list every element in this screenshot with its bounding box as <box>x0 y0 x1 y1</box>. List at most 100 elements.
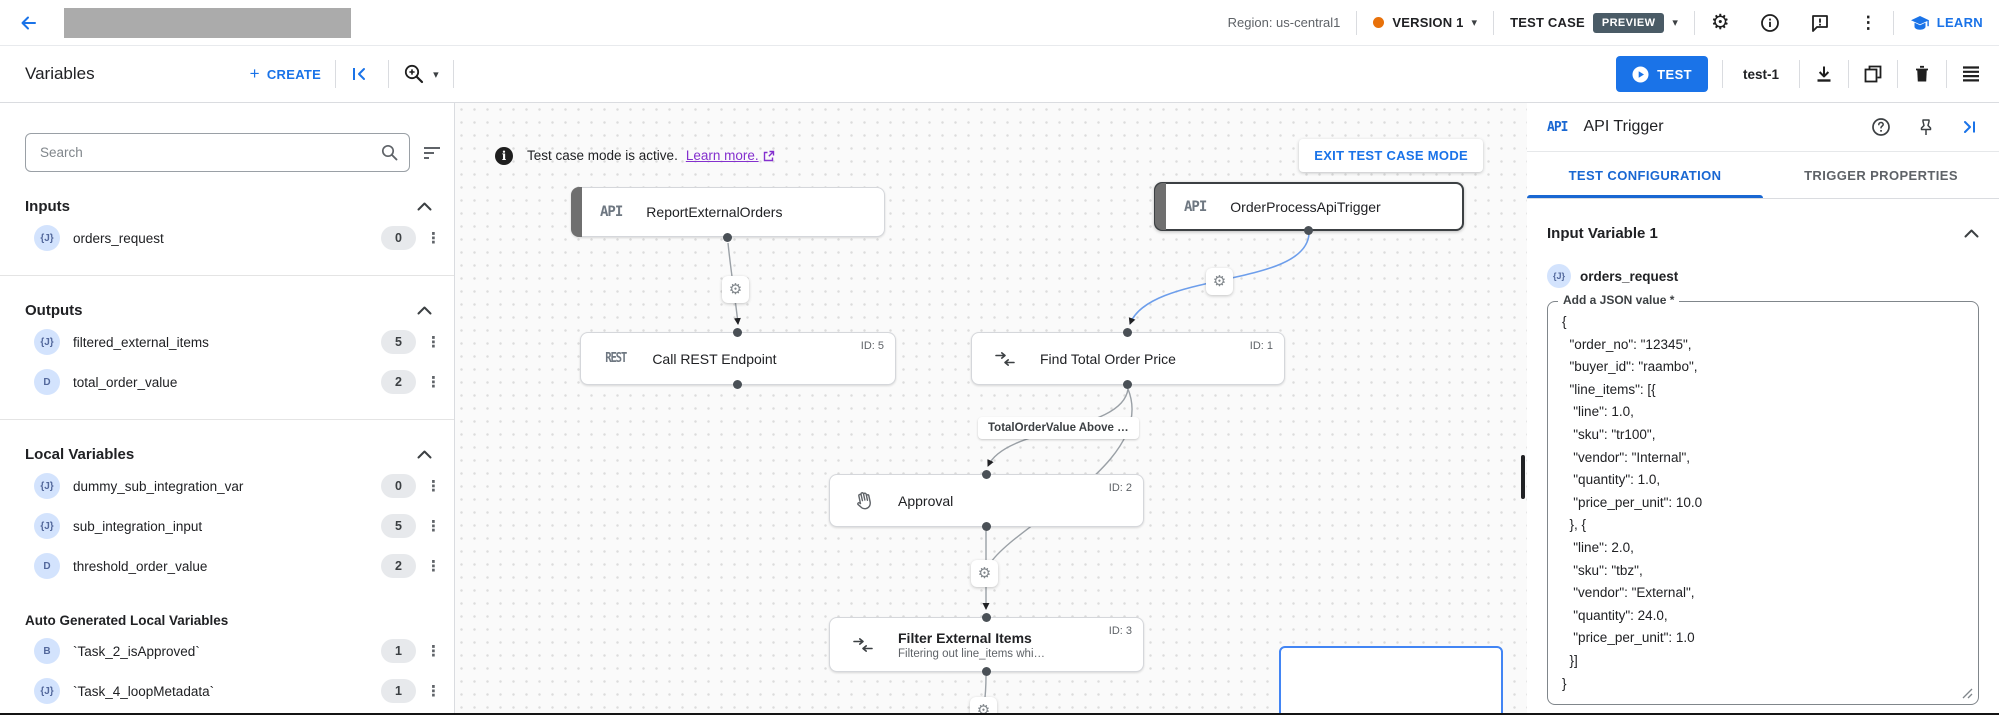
external-link-icon <box>763 150 774 161</box>
connector-port <box>982 522 991 531</box>
json-value-field: Add a JSON value * { "order_no": "12345"… <box>1547 293 1979 705</box>
redacted-title-block <box>64 7 351 38</box>
collapse-left-icon <box>353 68 366 80</box>
variable-name: sub_integration_input <box>73 518 203 534</box>
zoom-in-icon <box>405 64 424 84</box>
section-header-inputs[interactable]: Inputs <box>25 198 432 215</box>
divider <box>1946 60 1947 88</box>
canvas-zoom-control[interactable]: ▾ <box>403 63 439 85</box>
node-id-label: ID: 2 <box>1108 482 1132 494</box>
double-type-icon: D <box>34 553 60 579</box>
gear-icon: ⚙ <box>1710 11 1730 34</box>
test-button[interactable]: TEST <box>1616 56 1708 92</box>
json-type-icon: {J} <box>34 225 60 251</box>
kebab-icon[interactable]: ⋮ <box>426 643 441 660</box>
download-button[interactable] <box>1814 64 1834 84</box>
learn-more-link[interactable]: Learn more. <box>686 148 775 163</box>
gear-icon: ⚙ <box>1212 273 1227 290</box>
edge-settings-button[interactable]: ⚙ <box>1206 268 1233 295</box>
exit-test-case-mode-button[interactable]: EXIT TEST CASE MODE <box>1299 139 1483 172</box>
node-report-external-orders[interactable]: API ReportExternalOrders <box>571 187 885 237</box>
node-title: Call REST Endpoint <box>652 350 777 367</box>
copy-button[interactable] <box>1863 64 1883 84</box>
kebab-icon[interactable]: ⋮ <box>426 230 441 247</box>
feedback-icon <box>1811 14 1828 32</box>
variable-row[interactable]: {J} sub_integration_input 5 ⋮ <box>0 509 454 543</box>
kebab-icon[interactable]: ⋮ <box>426 374 441 391</box>
version-selector[interactable]: VERSION 1 ▾ <box>1373 15 1477 30</box>
help-button[interactable] <box>1871 117 1891 137</box>
kebab-icon[interactable]: ⋮ <box>426 334 441 351</box>
connector-port <box>1304 226 1313 235</box>
node-filter-external-items[interactable]: Filter External Items Filtering out line… <box>829 617 1144 672</box>
collapse-right-icon <box>1964 121 1975 133</box>
info-icon <box>1760 13 1779 32</box>
variable-row[interactable]: {J} `Task_4_loopMetadata` 1 ⋮ <box>0 674 454 708</box>
search-input[interactable] <box>25 133 410 172</box>
tab-test-configuration[interactable]: TEST CONFIGURATION <box>1527 152 1763 198</box>
json-type-icon: {J} <box>34 678 60 704</box>
tab-trigger-properties[interactable]: TRIGGER PROPERTIES <box>1804 167 1958 183</box>
variable-row[interactable]: {J} orders_request 0 ⋮ <box>0 221 454 255</box>
variable-row[interactable]: D total_order_value 2 ⋮ <box>0 365 454 399</box>
divider <box>0 419 454 420</box>
json-value-input[interactable]: { "order_no": "12345", "buyer_id": "raam… <box>1562 314 1703 691</box>
panel-drag-handle[interactable] <box>1521 455 1525 499</box>
variable-row[interactable]: D threshold_order_value 2 ⋮ <box>0 549 454 583</box>
node-approval[interactable]: Approval ID: 2 <box>829 474 1144 527</box>
create-variable-button[interactable]: + CREATE <box>250 64 322 84</box>
usage-count-badge: 2 <box>381 370 416 394</box>
collapse-panel-button[interactable] <box>1961 118 1979 136</box>
sort-filter-icon[interactable] <box>422 145 442 161</box>
delete-button[interactable] <box>1912 64 1932 84</box>
learn-link[interactable]: LEARN <box>1910 14 1983 32</box>
divider <box>0 275 454 276</box>
pin-button[interactable] <box>1917 118 1935 137</box>
edge-condition-label[interactable]: TotalOrderValue Above … <box>978 417 1139 439</box>
section-header-local-variables[interactable]: Local Variables <box>25 446 432 463</box>
variable-name: threshold_order_value <box>73 558 208 574</box>
resize-grip-icon[interactable] <box>1962 688 1973 699</box>
test-case-name[interactable]: test-1 <box>1742 66 1779 82</box>
divider <box>388 60 390 88</box>
test-case-selector[interactable]: TEST CASE PREVIEW ▾ <box>1510 12 1678 33</box>
kebab-icon[interactable]: ⋮ <box>426 478 441 495</box>
collapse-variables-panel-button[interactable] <box>350 65 368 83</box>
connector-port <box>982 470 991 479</box>
variable-name: `Task_4_loopMetadata` <box>73 683 215 699</box>
variable-row[interactable]: B `Task_2_isApproved` 1 ⋮ <box>0 634 454 668</box>
trash-icon <box>1916 65 1928 82</box>
node-call-rest-endpoint[interactable]: REST Call REST Endpoint ID: 5 <box>580 332 896 385</box>
node-order-process-api-trigger[interactable]: API OrderProcessApiTrigger <box>1154 182 1464 231</box>
edge-settings-button[interactable]: ⚙ <box>970 697 997 715</box>
node-find-total-order-price[interactable]: Find Total Order Price ID: 1 <box>971 332 1285 385</box>
workflow-canvas[interactable]: i Test case mode is active. Learn more. … <box>455 103 1527 715</box>
edge-settings-button[interactable]: ⚙ <box>722 276 749 303</box>
more-options-button[interactable]: ⋮ <box>1860 14 1877 31</box>
connector-port <box>982 613 991 622</box>
kebab-icon[interactable]: ⋮ <box>426 683 441 700</box>
learn-more-label: Learn more. <box>685 148 759 163</box>
menu-button[interactable] <box>1961 65 1981 83</box>
feedback-button[interactable] <box>1810 13 1830 33</box>
back-button[interactable] <box>14 9 42 37</box>
info-icon: i <box>495 146 513 165</box>
editor-toolbar: Variables + CREATE ▾ TEST test-1 <box>0 46 1999 103</box>
usage-count-badge: 1 <box>381 679 416 703</box>
settings-button[interactable]: ⚙ <box>1711 12 1730 33</box>
edge-settings-button[interactable]: ⚙ <box>971 560 998 587</box>
divider <box>1799 60 1800 88</box>
kebab-icon[interactable]: ⋮ <box>426 558 441 575</box>
usage-count-badge: 2 <box>381 554 416 578</box>
gear-icon: ⚙ <box>728 281 743 298</box>
variable-row[interactable]: {J} dummy_sub_integration_var 0 ⋮ <box>0 469 454 503</box>
input-variable-section-header[interactable]: Input Variable 1 <box>1547 225 1979 242</box>
node-title: Find Total Order Price <box>1040 350 1176 367</box>
kebab-icon[interactable]: ⋮ <box>426 518 441 535</box>
info-button[interactable] <box>1760 13 1780 33</box>
section-title: Inputs <box>25 198 70 215</box>
section-header-outputs[interactable]: Outputs <box>25 302 432 319</box>
api-trigger-icon: API <box>1184 198 1207 215</box>
connector-port <box>733 380 742 389</box>
variable-row[interactable]: {J} filtered_external_items 5 ⋮ <box>0 325 454 359</box>
